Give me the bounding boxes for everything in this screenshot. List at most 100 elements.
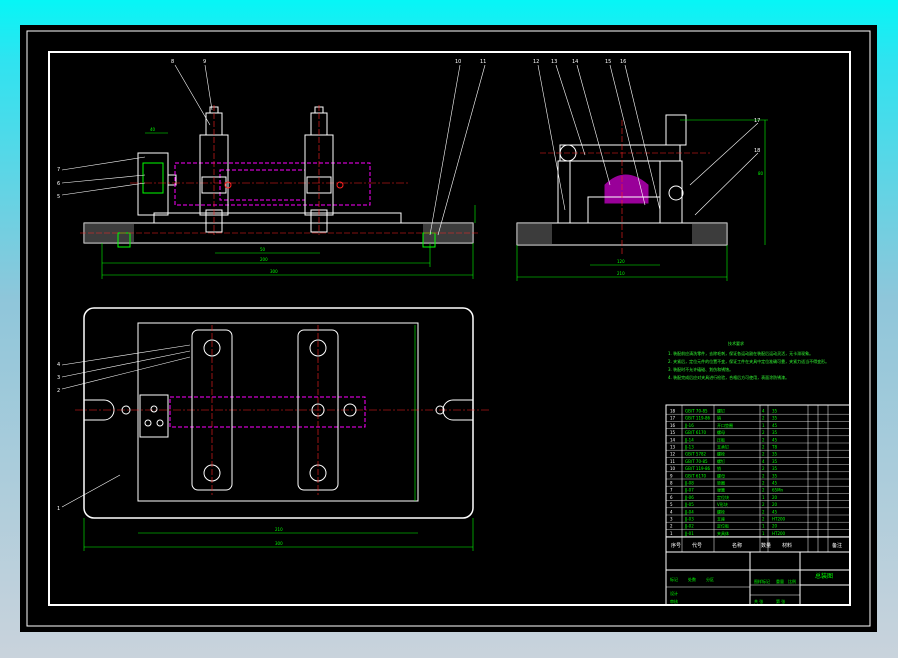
bom-cell: 45 — [772, 437, 778, 442]
bom-cell: 2 — [762, 481, 765, 486]
bom-cell: 15 — [670, 430, 676, 435]
bom-cell: 弹簧 — [717, 487, 725, 493]
bom-cell: HT200 — [772, 531, 786, 536]
bom-cell: GB/T 6170 — [685, 473, 707, 478]
bom-cell: 2 — [762, 473, 765, 478]
bom-cell: 2 — [762, 445, 765, 450]
bom-cell: JJ-04 — [684, 509, 694, 514]
bom-cell: 支承钉 — [717, 444, 729, 450]
bom-cell: 2 — [762, 502, 765, 507]
tb-scale: 比例 — [788, 578, 796, 584]
tb-design: 设计 — [670, 590, 678, 596]
bom-cell: 9 — [670, 473, 673, 478]
bom-cell: 支座 — [717, 516, 725, 522]
bom-cell: 2 — [762, 452, 765, 457]
bom-header-qty: 数量 — [761, 542, 771, 549]
balloon-12: 12 — [533, 59, 539, 65]
balloon-3: 3 — [57, 375, 60, 381]
bom-cell: JJ-02 — [684, 524, 694, 529]
bom-cell: 35 — [772, 466, 778, 471]
tb-sheets: 共 张 — [754, 598, 763, 604]
bom-cell: 45 — [772, 509, 778, 514]
bom-header-code: 代号 — [692, 542, 702, 549]
bom-cell: V形块 — [717, 501, 728, 507]
bom-cell: 35 — [772, 452, 778, 457]
bom-cell: 定位块 — [717, 494, 729, 500]
bom-cell: 10 — [670, 466, 676, 471]
tech-req-title: 技术要求 — [728, 340, 744, 346]
bom-cell: 2 — [762, 517, 765, 522]
bom-cell: 20 — [772, 524, 778, 529]
bom-cell: 螺母 — [717, 472, 725, 478]
bom-cell: 2 — [762, 466, 765, 471]
bom-cell: JJ-07 — [684, 488, 694, 493]
bom-header-remark: 备注 — [832, 542, 842, 549]
bom-cell: 垫圈 — [717, 480, 725, 486]
bom-cell: 20 — [772, 495, 778, 500]
bom-header-material: 材料 — [782, 542, 792, 549]
bom-cell: 1 — [762, 531, 765, 536]
balloon-1: 1 — [57, 506, 60, 512]
bom-cell: 2 — [762, 509, 765, 514]
dim-front-4: 40 — [150, 127, 156, 132]
tb-sheet-no: 第 张 — [776, 598, 785, 604]
bom-cell: JJ-05 — [684, 502, 694, 507]
title-block: 标记 处数 分区 设计 审核 图样标记 重量 比例 共 张 第 张 总装图 — [666, 552, 850, 605]
bom-cell: 12 — [670, 452, 676, 457]
balloon-8: 8 — [171, 59, 174, 65]
bom-cell: HT200 — [772, 517, 786, 522]
bom-cell: 35 — [772, 430, 778, 435]
tech-req-line-3: 3. 装配时不允许磕碰、划伤和锈蚀。 — [668, 366, 733, 372]
tb-review: 审核 — [670, 598, 678, 604]
bom-cell: 1 — [670, 531, 673, 536]
bom-cell: 13 — [670, 445, 676, 450]
bom-cell: 20 — [772, 502, 778, 507]
bom-cell: 4 — [670, 509, 673, 514]
balloon-4: 4 — [57, 362, 60, 368]
balloon-15: 15 — [605, 59, 611, 65]
bom-cell: GB/T 70-85 — [685, 459, 708, 464]
bom-cell: 螺钉 — [717, 408, 725, 414]
tb-drawing-mark: 图样标记 — [754, 578, 770, 584]
bom-cell: 1 — [762, 423, 765, 428]
plan-view: 210 300 4 3 2 1 — [57, 307, 490, 551]
bom-cell: JJ-06 — [684, 495, 694, 500]
inner-frame — [48, 51, 851, 606]
bom-cell: JJ-08 — [684, 481, 694, 486]
bom-cell: 8 — [670, 481, 673, 486]
bom-cell: 压板 — [717, 436, 725, 442]
bom-cell: GB/T 6170 — [685, 430, 707, 435]
bom-cell: 销 — [717, 415, 721, 421]
bom-cell: 14 — [670, 437, 676, 442]
tech-req-line-2: 2. 夹紧后，定位元件的位置不变，保证工件在夹具中定位准确可靠，夹紧力适当不得变… — [668, 358, 829, 364]
bom-cell: JJ-03 — [684, 517, 694, 522]
balloon-7: 7 — [57, 167, 60, 173]
bom-cell: 35 — [772, 416, 778, 421]
bom-cell: 螺母 — [717, 429, 725, 435]
front-view: 50 200 300 40 8 9 10 11 7 6 5 — [57, 59, 486, 279]
bom-cell: 2 — [762, 488, 765, 493]
balloon-5: 5 — [57, 194, 60, 200]
bom-cell: 夹具体 — [717, 530, 729, 536]
balloon-9: 9 — [203, 59, 206, 65]
bom-cell: GB/T 119-86 — [685, 466, 711, 471]
dim-front-1: 50 — [260, 247, 266, 252]
outer-frame — [26, 30, 871, 627]
balloon-14: 14 — [572, 59, 578, 65]
bom-cell: 5 — [670, 502, 673, 507]
dim-side-3: 80 — [758, 171, 764, 176]
balloon-6: 6 — [57, 181, 60, 187]
bom-cell: 2 — [762, 416, 765, 421]
bom-cell: 螺栓 — [717, 451, 725, 457]
tb-mark: 标记 — [670, 576, 678, 582]
bom-cell: JJ-14 — [684, 437, 694, 442]
bom-header-no: 序号 — [671, 542, 681, 549]
tech-req-line-4: 4. 装配完成后应对夹具进行检验，合格后方可使用，表面涂防锈漆。 — [668, 374, 789, 380]
bom-cell: JJ-16 — [684, 423, 694, 428]
bom-cell: 11 — [670, 459, 676, 464]
dim-front-2: 200 — [260, 257, 268, 262]
tech-req-line-1: 1. 装配前应清洗零件，去除毛刺，保证各运动副在装配后运动灵活，无卡滞现象。 — [668, 350, 813, 356]
bom-cell: JJ-13 — [684, 445, 694, 450]
tb-weight: 重量 — [776, 578, 784, 584]
